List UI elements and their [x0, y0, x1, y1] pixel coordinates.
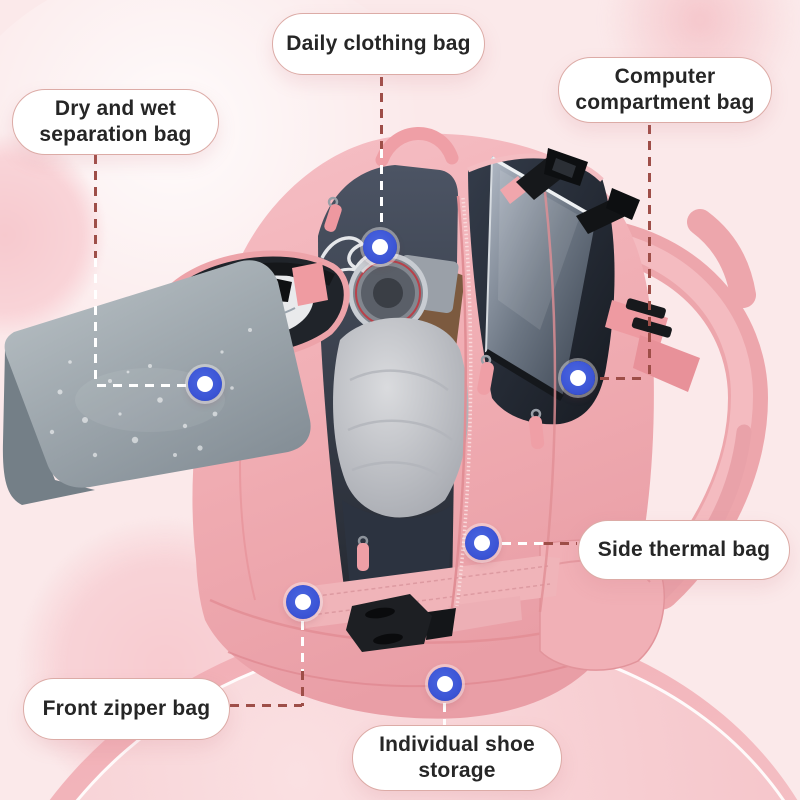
laptop [486, 156, 596, 398]
clothing-bundle [333, 317, 469, 518]
callout-label: Front zipper bag [42, 697, 211, 721]
zipper-pull [528, 408, 545, 450]
water-droplets [49, 328, 252, 458]
leader-line [544, 542, 577, 545]
leader-line [443, 703, 446, 725]
callout-computer-compartment-bag: Computer compartment bag [558, 57, 772, 123]
feature-dot-side-thermal [465, 526, 499, 560]
callout-label: Individual shoe storage [379, 733, 535, 782]
top-buckles [500, 148, 640, 234]
feature-dot-front-zipper [286, 585, 320, 619]
bottom-buckle [346, 594, 522, 652]
zipper-pull [357, 535, 369, 571]
leader-line [600, 377, 648, 380]
leader-line [380, 77, 383, 149]
callout-side-thermal-bag: Side thermal bag [578, 520, 790, 580]
feature-dot-dry-wet-separation [188, 367, 222, 401]
callout-label: Dry and wet separation bag [39, 97, 192, 146]
feature-dot-shoe-storage [428, 667, 462, 701]
leader-line [301, 671, 304, 706]
leader-line [94, 155, 97, 258]
feature-dot-daily-clothing [363, 230, 397, 264]
callout-front-zipper-bag: Front zipper bag [23, 678, 230, 740]
leader-line [301, 621, 304, 671]
leader-line [94, 258, 97, 386]
zippers [324, 191, 557, 613]
callout-dry-wet-separation-bag: Dry and wet separation bag [12, 89, 219, 155]
leader-line [230, 704, 302, 707]
callout-label: Side thermal bag [597, 538, 771, 562]
zipper-pull [477, 354, 494, 395]
leader-line [648, 125, 651, 379]
leader-line [380, 149, 383, 229]
leader-line [97, 384, 187, 387]
callout-label: Daily clothing bag [286, 32, 471, 56]
callout-daily-clothing-bag: Daily clothing bag [272, 13, 485, 75]
feature-dot-computer [561, 361, 595, 395]
leader-line [502, 542, 544, 545]
callout-label: Computer compartment bag [575, 65, 755, 114]
laptop-compartment [467, 153, 615, 425]
callout-individual-shoe-storage: Individual shoe storage [352, 725, 562, 791]
